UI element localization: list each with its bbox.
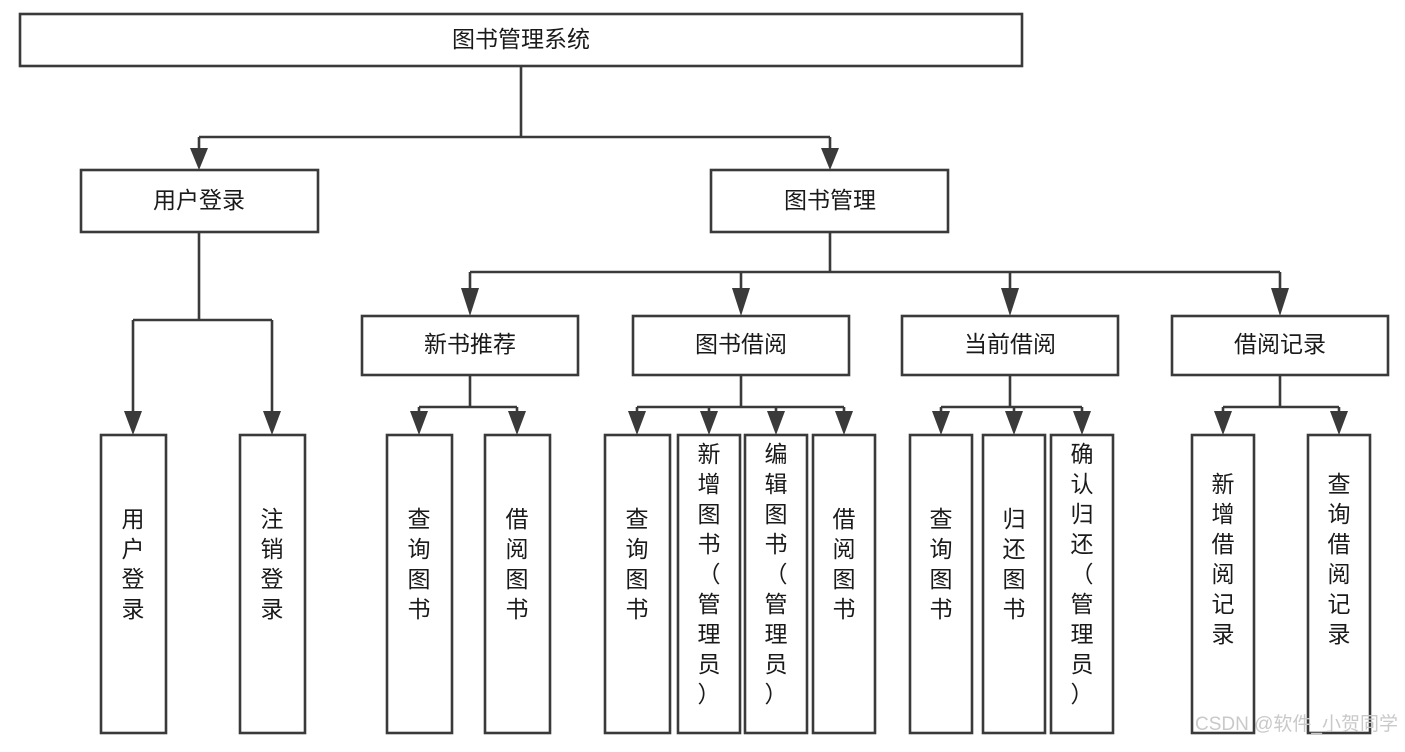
node-leaf-user-login-box[interactable] — [99, 433, 168, 735]
arrow-head-leaf-query-book-1 — [410, 411, 428, 435]
node-leaf-query-book-2-box[interactable] — [603, 433, 672, 735]
node-user-login-label: 用户登录 — [153, 187, 245, 213]
arrow-head-book-manage — [821, 148, 839, 170]
node-new-book-recommend-label: 新书推荐 — [424, 331, 516, 357]
node-leaf-query-book-1[interactable]: 查询图书 — [385, 433, 454, 735]
node-leaf-return-book[interactable]: 归还图书 — [981, 433, 1047, 735]
node-leaf-query-record-box[interactable] — [1306, 433, 1372, 735]
node-leaf-query-book-1-box[interactable] — [385, 433, 454, 735]
node-leaf-confirm-return-label: 确认归还（管理员） — [1071, 441, 1094, 707]
node-current-borrow-box[interactable] — [900, 314, 1120, 377]
node-book-manage-label: 图书管理 — [784, 187, 876, 213]
arrow-head-leaf-query-book-2 — [628, 411, 646, 435]
node-leaf-return-book-box[interactable] — [981, 433, 1047, 735]
node-leaf-borrow-book-2[interactable]: 借阅图书 — [811, 433, 877, 735]
node-leaf-user-logout[interactable]: 注销登录 — [238, 433, 307, 735]
arrow-head-leaf-add-book — [700, 411, 718, 435]
node-book-manage-box[interactable] — [709, 168, 950, 234]
node-leaf-user-login-label: 用户登录 — [122, 506, 145, 622]
arrow-head-book-borrow — [732, 288, 750, 316]
node-leaf-return-book-label: 归还图书 — [1003, 506, 1026, 622]
arrow-head-leaf-add-record — [1214, 411, 1232, 435]
node-leaf-query-book-3-box[interactable] — [908, 433, 974, 735]
node-leaf-query-book-2-label: 查询图书 — [626, 506, 649, 622]
node-borrow-record[interactable]: 借阅记录 — [1170, 314, 1390, 377]
node-book-manage[interactable]: 图书管理 — [709, 168, 950, 234]
arrow-head-leaf-edit-book — [767, 411, 785, 435]
arrow-head-leaf-query-book-3 — [932, 411, 950, 435]
arrow-head-leaf-user-login — [124, 411, 142, 435]
node-new-book-recommend-box[interactable] — [360, 314, 580, 377]
node-leaf-confirm-return-box[interactable] — [1049, 433, 1115, 735]
node-leaf-query-book-2[interactable]: 查询图书 — [603, 433, 672, 735]
node-leaf-borrow-book-1-label: 借阅图书 — [506, 506, 529, 622]
arrow-head-new-book-recommend — [461, 288, 479, 316]
node-leaf-add-record[interactable]: 新增借阅记录 — [1190, 433, 1256, 735]
node-user-login-box[interactable] — [79, 168, 320, 234]
node-leaf-confirm-return[interactable]: 确认归还（管理员） — [1049, 433, 1115, 735]
node-leaf-add-record-box[interactable] — [1190, 433, 1256, 735]
node-current-borrow-label: 当前借阅 — [964, 331, 1056, 357]
node-leaf-edit-book-label: 编辑图书（管理员） — [765, 441, 788, 707]
node-leaf-query-book-3-label: 查询图书 — [930, 506, 953, 622]
node-book-borrow[interactable]: 图书借阅 — [631, 314, 851, 377]
node-book-borrow-label: 图书借阅 — [695, 331, 787, 357]
node-leaf-query-book-1-label: 查询图书 — [408, 506, 431, 622]
node-leaf-query-record-label: 查询借阅记录 — [1328, 471, 1351, 647]
node-current-borrow[interactable]: 当前借阅 — [900, 314, 1120, 377]
arrow-head-leaf-borrow-book-1 — [508, 411, 526, 435]
leaf-node-group: 用户登录 注销登录 查询图书 借阅图书 查询图书 新增图书（管理员） — [99, 433, 1372, 735]
node-leaf-borrow-book-2-label: 借阅图书 — [833, 506, 856, 622]
node-leaf-add-book-label: 新增图书（管理员） — [698, 441, 721, 707]
node-leaf-user-logout-label: 注销登录 — [261, 506, 284, 622]
arrow-head-current-borrow — [1001, 288, 1019, 316]
node-root-box[interactable] — [18, 12, 1024, 68]
node-borrow-record-label: 借阅记录 — [1234, 331, 1326, 357]
node-leaf-borrow-book-1-box[interactable] — [483, 433, 552, 735]
node-new-book-recommend[interactable]: 新书推荐 — [360, 314, 580, 377]
node-leaf-user-logout-box[interactable] — [238, 433, 307, 735]
node-leaf-edit-book[interactable]: 编辑图书（管理员） — [743, 433, 809, 735]
node-leaf-borrow-book-1[interactable]: 借阅图书 — [483, 433, 552, 735]
node-book-borrow-box[interactable] — [631, 314, 851, 377]
node-leaf-user-login[interactable]: 用户登录 — [99, 433, 168, 735]
node-leaf-add-record-label: 新增借阅记录 — [1212, 471, 1235, 647]
arrow-head-borrow-record — [1271, 288, 1289, 316]
node-leaf-query-record[interactable]: 查询借阅记录 — [1306, 433, 1372, 735]
node-user-login[interactable]: 用户登录 — [79, 168, 320, 234]
node-leaf-add-book[interactable]: 新增图书（管理员） — [676, 433, 742, 735]
node-leaf-edit-book-box[interactable] — [743, 433, 809, 735]
arrow-head-leaf-return-book — [1005, 411, 1023, 435]
connector-layer — [124, 66, 1348, 435]
node-leaf-query-book-3[interactable]: 查询图书 — [908, 433, 974, 735]
arrow-head-leaf-query-record — [1330, 411, 1348, 435]
node-leaf-add-book-box[interactable] — [676, 433, 742, 735]
arrow-head-leaf-user-logout — [263, 411, 281, 435]
csdn-watermark: CSDN @软件_小贺同学 — [1195, 713, 1398, 735]
arrow-head-leaf-confirm-return — [1073, 411, 1091, 435]
node-root[interactable]: 图书管理系统 — [18, 12, 1024, 68]
node-borrow-record-box[interactable] — [1170, 314, 1390, 377]
arrow-head-user-login — [190, 148, 208, 170]
arrow-head-leaf-borrow-book-2 — [835, 411, 853, 435]
node-root-label: 图书管理系统 — [452, 26, 590, 52]
node-leaf-borrow-book-2-box[interactable] — [811, 433, 877, 735]
